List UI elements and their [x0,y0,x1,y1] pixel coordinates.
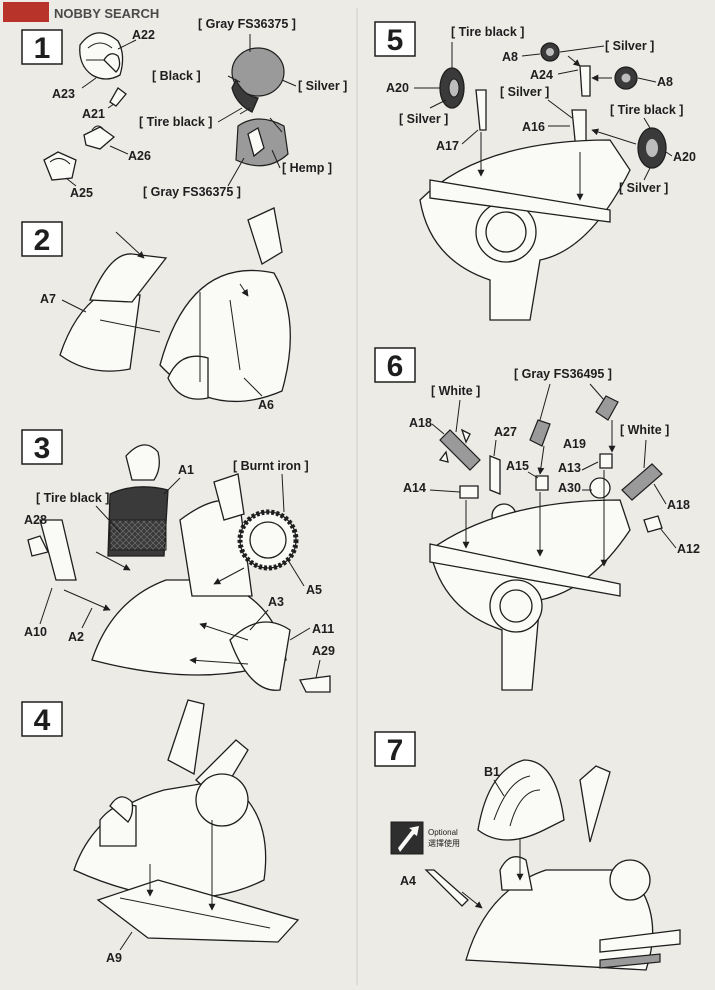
part-label-A1: A1 [178,463,194,477]
canopy-install-drawing [424,759,681,971]
step-6-box [374,347,416,383]
callout-silver-5d: [ Silver ] [619,181,668,195]
part-label-A15: A15 [506,459,529,473]
part-label-A21: A21 [82,107,105,121]
part-label-A8-left: A8 [502,50,518,64]
cockpit-assembly-drawing [27,444,331,693]
step-5-number: 5 [387,24,404,57]
optional-badge: Optional 選擇使用 [390,821,460,855]
watermark-text: NOBBY SEARCH [54,6,159,21]
callout-tire-black-5a: [ Tire black ] [451,25,524,39]
part-label-A11: A11 [312,622,334,636]
part-label-A10: A10 [24,625,47,639]
callout-silver-5b: [ Silver ] [399,112,448,126]
step-5: 5 [ Tire black ] [ Silver ] [374,21,696,321]
part-label-A6: A6 [258,398,274,412]
step-3: 3 A1 [ Burnt iron ] [ Tire black ] [21,429,335,693]
fuselage-wing-attach-drawing [73,699,300,943]
part-label-A3: A3 [268,595,284,609]
step-3-box [21,429,63,465]
step-4-number: 4 [34,704,51,737]
part-label-A20-right: A20 [673,150,696,164]
part-label-A30: A30 [558,481,581,495]
step-7-number: 7 [387,734,404,767]
callout-white-left: [ White ] [431,384,480,398]
part-label-A13: A13 [558,461,581,475]
callout-black: [ Black ] [152,69,201,83]
part-label-A17: A17 [436,139,459,153]
callout-silver-5a: [ Silver ] [605,39,654,53]
part-label-A14: A14 [403,481,426,495]
part-label-A4: A4 [400,874,416,888]
part-label-A24: A24 [530,68,553,82]
part-label-A16: A16 [522,120,545,134]
callout-tire-black: [ Tire black ] [139,115,212,129]
part-label-A26: A26 [128,149,151,163]
step-4: 4 A9 [21,699,300,965]
seat-parts-drawing [43,32,137,187]
step-7: 7 Optional 選擇使用 B1 A4 [374,731,681,971]
step-6-number: 6 [387,350,404,383]
callout-gray-fs36375-bottom: [ Gray FS36375 ] [143,185,241,199]
part-label-A5: A5 [306,583,322,597]
landing-gear-drawing [419,42,667,321]
step-3-number: 3 [34,432,51,465]
part-label-A23: A23 [52,87,75,101]
step-1: 1 A22 A23 A21 A26 A25 [21,17,347,200]
step-2-number: 2 [34,224,51,257]
callout-tire-black-5b: [ Tire black ] [610,103,683,117]
watermark: NOBBY SEARCH [3,2,159,22]
step-6: 6 [ Gray FS36495 ] [ Whit [374,347,700,691]
ordnance-drawing [429,395,663,691]
part-label-A28: A28 [24,513,47,527]
step-4-box [21,701,63,737]
part-label-A25: A25 [70,186,93,200]
part-label-A22: A22 [132,28,155,42]
part-label-A29: A29 [312,644,335,658]
step-2: 2 A7 A6 [21,207,291,412]
step-7-box [374,731,416,767]
part-label-A20-left: A20 [386,81,409,95]
fuselage-open-cockpit-drawing [59,207,291,403]
part-label-A18-right: A18 [667,498,690,512]
part-label-A19: A19 [563,437,586,451]
callout-silver: [ Silver ] [298,79,347,93]
part-label-A2: A2 [68,630,84,644]
step-1-box [21,29,63,65]
pilot-figure-drawing [231,47,289,167]
step-2-box [21,221,63,257]
callout-gray-fs36495: [ Gray FS36495 ] [514,367,612,381]
part-label-A27: A27 [494,425,517,439]
callout-hemp: [ Hemp ] [282,161,332,175]
optional-label: Optional [428,828,458,837]
part-label-A8-right: A8 [657,75,673,89]
callout-white-right: [ White ] [620,423,669,437]
step-5-box [374,21,416,57]
part-label-A12: A12 [677,542,700,556]
part-label-A7: A7 [40,292,56,306]
callout-tire-black-3: [ Tire black ] [36,491,109,505]
step-1-number: 1 [34,32,51,65]
optional-label-cn: 選擇使用 [428,838,460,848]
part-label-A9: A9 [106,951,122,965]
part-label-B1: B1 [484,765,500,779]
part-label-A18-left: A18 [409,416,432,430]
callout-gray-fs36375-top: [ Gray FS36375 ] [198,17,296,31]
callout-burnt-iron: [ Burnt iron ] [233,459,309,473]
callout-silver-5c: [ Silver ] [500,85,549,99]
